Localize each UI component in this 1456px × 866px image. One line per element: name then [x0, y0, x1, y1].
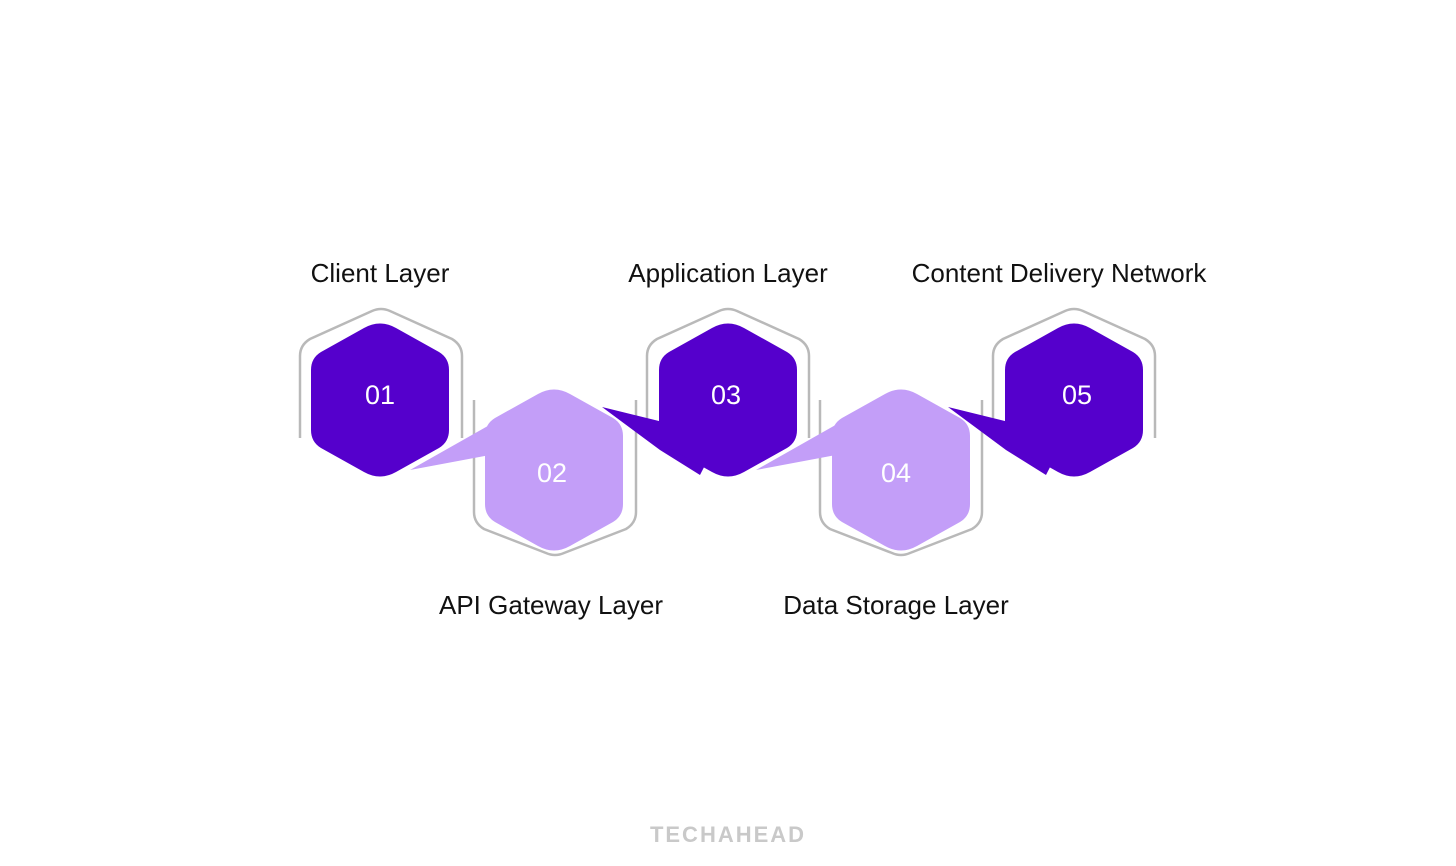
- step-number-05: 05: [1062, 380, 1092, 410]
- step-number-02: 02: [537, 458, 567, 488]
- hex-outline-02: [472, 400, 638, 557]
- hex-outline-04: [818, 400, 984, 557]
- hexagon-03: [659, 323, 797, 477]
- brand-watermark: TECHAHEAD: [649, 822, 807, 847]
- step-number-03: 03: [711, 380, 741, 410]
- hex-outline-01: [298, 307, 464, 438]
- hex-outline-05: [991, 307, 1157, 438]
- step-number-01: 01: [365, 380, 395, 410]
- step-label-04: Data Storage Layer: [783, 590, 1009, 620]
- step-label-03: Application Layer: [628, 258, 828, 288]
- hexagon-01: [311, 323, 449, 477]
- hexagon-05: [1005, 323, 1143, 477]
- step-label-01: Client Layer: [310, 258, 450, 288]
- hex-outline-03: [645, 307, 811, 438]
- hexagon-02: [485, 389, 623, 551]
- step-label-02: API Gateway Layer: [439, 590, 663, 620]
- step-label-05: Content Delivery Network: [911, 258, 1207, 288]
- step-number-04: 04: [881, 458, 911, 488]
- hexagon-04: [832, 389, 970, 551]
